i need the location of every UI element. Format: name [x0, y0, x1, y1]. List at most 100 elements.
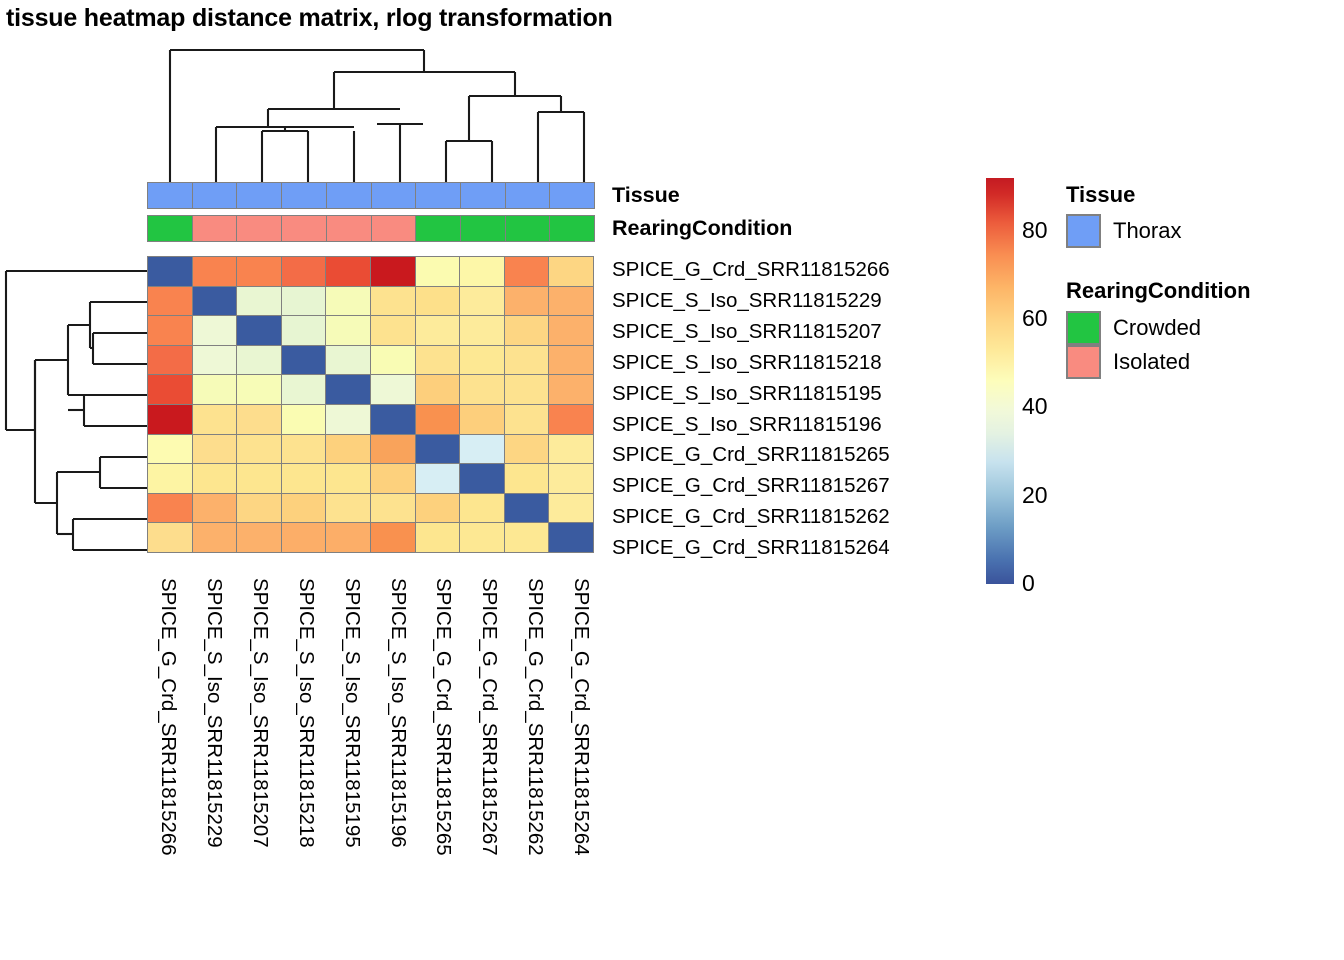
colorbar-tick-label: 40 — [1022, 393, 1048, 420]
annotation-cell-tissue — [191, 182, 238, 209]
heatmap-cell — [280, 522, 327, 554]
heatmap-cell — [414, 256, 461, 287]
heatmap-cell — [459, 315, 506, 347]
heatmap-cell — [369, 433, 416, 465]
heatmap-cell — [236, 344, 283, 376]
heatmap-cell — [236, 256, 283, 287]
annotation-cell-rearing-condition — [549, 215, 596, 242]
column-label: SPICE_S_Iso_SRR11815195 — [340, 578, 364, 848]
heatmap-cell — [147, 522, 193, 554]
heatmap-cell — [369, 492, 416, 524]
annotation-cell-rearing-condition — [504, 215, 551, 242]
row-label: SPICE_S_Iso_SRR11815195 — [612, 381, 882, 405]
annotation-cell-tissue — [236, 182, 283, 209]
heatmap-cell — [236, 403, 283, 435]
heatmap-cell — [236, 463, 283, 495]
column-label: SPICE_S_Iso_SRR11815207 — [248, 578, 272, 848]
page-title: tissue heatmap distance matrix, rlog tra… — [6, 4, 613, 32]
column-label: SPICE_S_Iso_SRR11815196 — [386, 578, 410, 848]
row-label: SPICE_S_Iso_SRR11815218 — [612, 350, 882, 374]
heatmap-cell — [503, 344, 550, 376]
annotation-cell-rearing-condition — [236, 215, 283, 242]
heatmap-cell — [503, 463, 550, 495]
heatmap-cell — [414, 433, 461, 465]
annotation-cell-tissue — [459, 182, 506, 209]
heatmap-cell — [280, 492, 327, 524]
annotation-cell-rearing-condition — [415, 215, 462, 242]
heatmap-cell — [236, 492, 283, 524]
colorbar-tick-label: 60 — [1022, 305, 1048, 332]
annotation-row-rearing-condition — [147, 215, 596, 242]
annotation-cell-tissue — [325, 182, 372, 209]
legend-label-isolated: Isolated — [1113, 349, 1191, 374]
heatmap-cell — [325, 315, 372, 347]
column-dendrogram — [168, 48, 586, 182]
heatmap-cell — [325, 344, 372, 376]
heatmap-cell — [548, 374, 595, 406]
heatmap-cell — [236, 374, 283, 406]
annotation-label-rearing-condition: RearingCondition — [612, 216, 793, 240]
heatmap-cell — [236, 433, 283, 465]
heatmap-row — [147, 344, 595, 376]
colorbar-tick-label: 80 — [1022, 216, 1048, 243]
heatmap-cell — [548, 403, 595, 435]
heatmap-cell — [369, 522, 416, 554]
heatmap-cell — [191, 285, 238, 317]
heatmap-cell — [236, 315, 283, 347]
colorbar-tick-label: 0 — [1022, 570, 1035, 596]
heatmap-cell — [280, 285, 327, 317]
heatmap-cell — [236, 522, 283, 554]
heatmap-cell — [280, 344, 327, 376]
heatmap-cell — [280, 403, 327, 435]
heatmap-cell — [414, 374, 461, 406]
heatmap-cell — [191, 463, 238, 495]
heatmap-cell — [459, 285, 506, 317]
legend-swatch-isolated — [1066, 345, 1101, 379]
heatmap-row — [147, 522, 595, 554]
heatmap-cell — [325, 403, 372, 435]
annotation-cell-tissue — [370, 182, 417, 209]
heatmap-cell — [147, 433, 193, 465]
heatmap-cell — [548, 433, 595, 465]
annotation-cell-tissue — [147, 182, 193, 209]
heatmap-cell — [414, 492, 461, 524]
column-label: SPICE_G_Crd_SRR11815262 — [524, 578, 548, 856]
heatmap-cell — [459, 374, 506, 406]
legend-label-crowded: Crowded — [1113, 315, 1202, 340]
heatmap-cell — [325, 285, 372, 317]
heatmap-cell — [548, 315, 595, 347]
heatmap-cell — [147, 344, 193, 376]
heatmap-cell — [459, 403, 506, 435]
heatmap-cell — [503, 315, 550, 347]
column-label: SPICE_S_Iso_SRR11815218 — [294, 578, 318, 848]
row-label: SPICE_S_Iso_SRR11815229 — [612, 288, 882, 312]
row-label: SPICE_S_Iso_SRR11815196 — [612, 412, 882, 436]
heatmap-row — [147, 403, 595, 435]
colorbar-gradient — [986, 178, 1014, 584]
heatmap-cell — [414, 285, 461, 317]
heatmap-cell — [503, 433, 550, 465]
heatmap-cell — [503, 256, 550, 287]
column-label: SPICE_G_Crd_SRR11815266 — [157, 578, 180, 856]
annotation-cell-tissue — [415, 182, 462, 209]
heatmap-cell — [369, 463, 416, 495]
heatmap-cell — [325, 256, 372, 287]
heatmap-grid — [147, 256, 595, 554]
heatmap-cell — [325, 522, 372, 554]
heatmap-cell — [147, 374, 193, 406]
annotation-cell-rearing-condition — [325, 215, 372, 242]
heatmap-cell — [548, 256, 595, 287]
heatmap-cell — [369, 256, 416, 287]
heatmap-cell — [548, 344, 595, 376]
heatmap-row — [147, 463, 595, 495]
column-label: SPICE_S_Iso_SRR11815229 — [202, 578, 226, 848]
heatmap-cell — [191, 492, 238, 524]
annotation-cell-tissue — [549, 182, 596, 209]
heatmap-cell — [414, 315, 461, 347]
heatmap-cell — [369, 403, 416, 435]
heatmap-cell — [369, 374, 416, 406]
heatmap-cell — [369, 344, 416, 376]
heatmap-cell — [147, 403, 193, 435]
heatmap-cell — [459, 463, 506, 495]
legend-swatch-thorax — [1066, 214, 1101, 248]
